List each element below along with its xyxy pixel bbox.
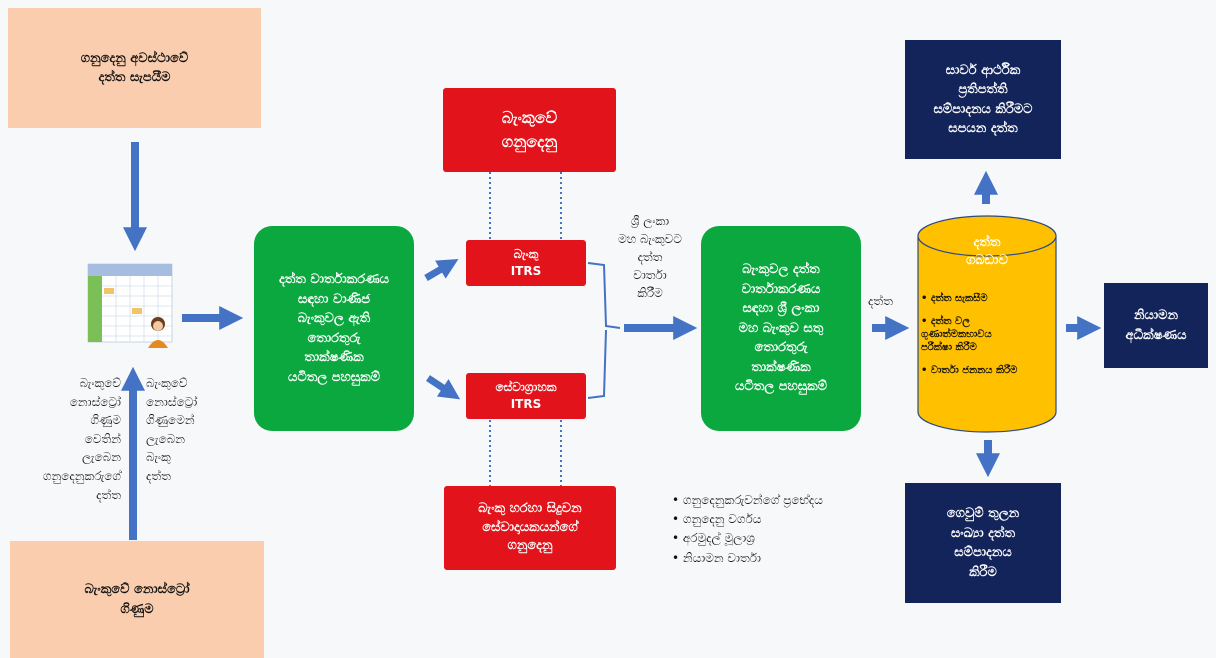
database-items-list: දත්ත සැකසීම දත්ත වල ගුණාත්මකභාවය පරීක්ෂා… — [921, 292, 1057, 377]
arrow-diag-up — [424, 259, 459, 282]
commercial-bank-it-platform-text: දත්ත වාර්තාකරණය සඳහා වාණිජ බැංකුවල ඇති ත… — [278, 272, 390, 385]
itrs-detail-item: ගනුදෙනු වර්ගය — [672, 510, 892, 529]
itrs-detail-item: ගනුදෙනුකරුවන්ගේ ප්‍රභේදය — [672, 491, 892, 510]
bank-itrs-box: බැංකු ITRS — [466, 240, 586, 286]
itrs-details-list: ගනුදෙනුකරුවන්ගේ ප්‍රභේදය ගනුදෙනු වර්ගය අ… — [672, 491, 892, 568]
commercial-bank-it-platform-box: දත්ත වාර්තාකරණය සඳහා වාණිජ බැංකුවල ඇති ත… — [254, 226, 414, 431]
spreadsheet-user-icon — [86, 262, 178, 352]
macro-policy-data-box: සාර්ව ආර්ථික ප්‍රතිපත්ති සම්පාදනය කිරීමට… — [905, 40, 1061, 159]
macro-policy-data-text: සාර්ව ආර්ථික ප්‍රතිපත්ති සම්පාදනය කිරීමට… — [933, 62, 1033, 137]
cbsl-it-platform-box: බැංකුවල දත්ත වාර්තාකරණය සඳහා ශ්‍රී ලංකා … — [701, 226, 861, 431]
source-state-text: ගනුදෙනු අවස්ථාවේ දත්ත සැපයීම — [80, 50, 189, 86]
cbsl-it-platform-text: බැංකුවල දත්ත වාර්තාකරණය සඳහා ශ්‍රී ලංකා … — [735, 262, 827, 395]
bank-itrs-text: බැංකු ITRS — [510, 247, 542, 278]
nostro-bank-data-label: බැංකුවේ නොස්ට්‍රෝ ගිණුමෙන් ලැබෙන බැංකු ද… — [146, 376, 198, 483]
customer-itrs-text: සේවාග්‍රාහක ITRS — [495, 380, 557, 411]
bank-transactions-box: බැංකුවේ ගනුදෙනු — [443, 88, 616, 172]
customer-itrs-box: සේවාග්‍රාහක ITRS — [466, 373, 586, 419]
source-state-box: ගනුදෙනු අවස්ථාවේ දත්ත සැපයීම — [8, 8, 261, 128]
provider-transactions-text: බැංකු හරහා සිදුවන සේවාදායකයන්ගේ ගනුදෙනු — [478, 500, 582, 554]
bop-statistics-box: ගෙවුම් තුලන සංඛ්‍යා දත්ත සම්පාදනය කිරීම — [905, 483, 1061, 603]
database-item: දත්ත වල ගුණාත්මකභාවය පරීක්ෂා කිරීම — [921, 315, 1057, 354]
database-title: දත්ත ගබඩාව — [966, 235, 1008, 269]
nostro-account-box: බැංකුවේ නොස්ට්‍රෝ ගිණුම — [10, 541, 264, 658]
nostro-account-text: බැංකුවේ නොස්ට්‍රෝ ගිණුම — [84, 582, 190, 617]
provider-transactions-box: බැංකු හරහා සිදුවන සේවාදායකයන්ගේ ගනුදෙනු — [444, 486, 616, 570]
nostro-customer-data-label: බැංකුවේ නොස්ට්‍රෝ ගිණුම වෙතින් ලැබෙන ගනු… — [42, 376, 121, 502]
bank-transactions-text: බැංකුවේ ගනුදෙනු — [501, 108, 558, 151]
itrs-detail-item: නියාමන වාර්තා — [672, 549, 892, 568]
database-item: වාර්තා ජනනය කිරීම — [921, 364, 1057, 377]
arrow-diag-down — [426, 375, 461, 400]
report-to-cbsl-label: ශ්‍රී ලංකා මහ බැංකුවට දත්ත වාර්තා කිරීම — [618, 214, 682, 300]
itrs-detail-item: අරමුදල් මූලාශ්‍ර — [672, 529, 892, 548]
bop-statistics-text: ගෙවුම් තුලන සංඛ්‍යා දත්ත සම්පාදනය කිරීම — [946, 506, 1020, 580]
regulatory-supervision-box: නියාමන අධීක්ෂණය — [1104, 283, 1208, 368]
data-label: දත්ත — [868, 294, 893, 308]
regulatory-supervision-text: නියාමන අධීක්ෂණය — [1125, 308, 1187, 343]
database-item: දත්ත සැකසීම — [921, 292, 1057, 305]
